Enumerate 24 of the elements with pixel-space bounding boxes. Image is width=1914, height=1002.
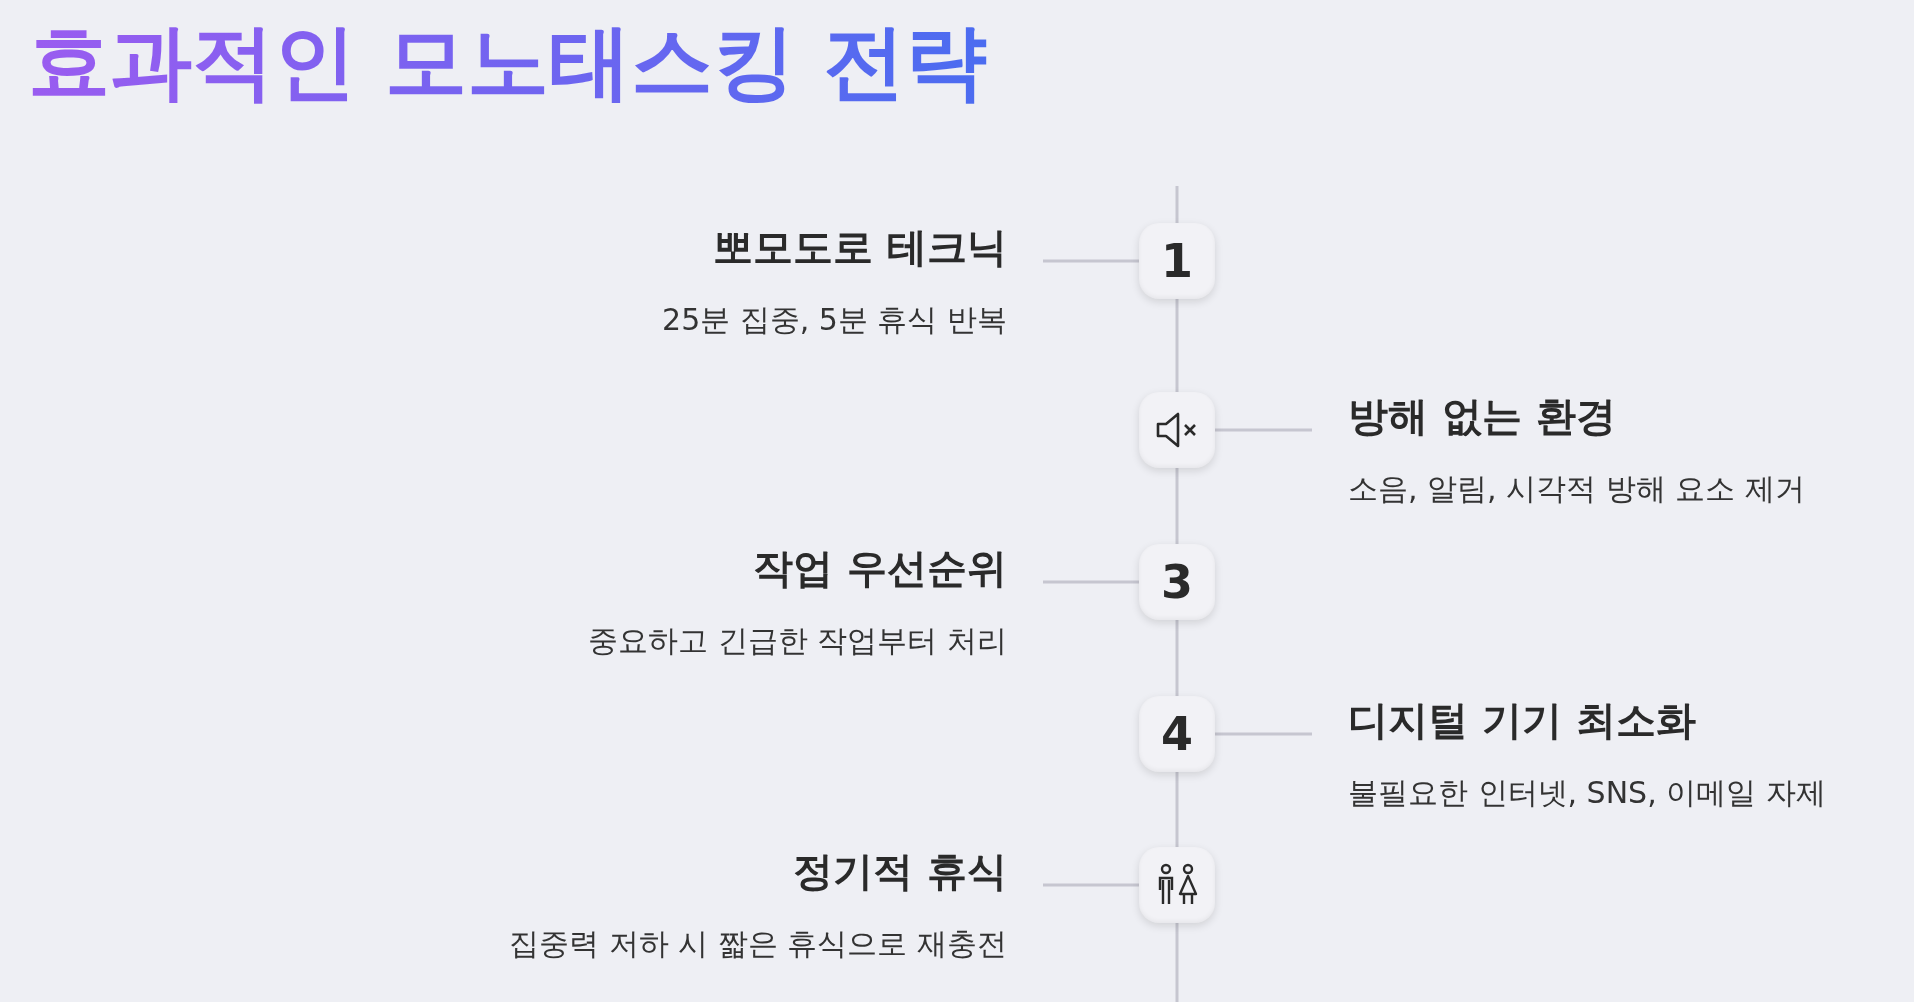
step-description: 중요하고 긴급한 작업부터 처리 bbox=[588, 622, 1007, 660]
step-marker: 4 bbox=[1139, 696, 1215, 772]
step-heading: 뽀모도로 테크닉 bbox=[713, 223, 1007, 272]
timeline-line bbox=[1175, 620, 1179, 696]
connector-line bbox=[1043, 883, 1139, 887]
step-marker: 3 bbox=[1139, 544, 1215, 620]
step-marker: 1 bbox=[1139, 223, 1215, 299]
step-heading: 작업 우선순위 bbox=[753, 544, 1007, 593]
step-description: 소음, 알림, 시각적 방해 요소 제거 bbox=[1348, 470, 1805, 508]
timeline-line bbox=[1175, 299, 1179, 392]
step-description: 집중력 저하 시 짧은 휴식으로 재충전 bbox=[509, 925, 1007, 963]
timeline-line bbox=[1175, 468, 1179, 544]
step-marker bbox=[1139, 847, 1215, 923]
step-heading: 디지털 기기 최소화 bbox=[1348, 696, 1696, 745]
connector-line bbox=[1215, 732, 1312, 736]
connector-line bbox=[1043, 580, 1139, 584]
step-heading: 정기적 휴식 bbox=[793, 847, 1007, 896]
step-marker bbox=[1139, 392, 1215, 468]
connector-line bbox=[1215, 428, 1312, 432]
step-description: 불필요한 인터넷, SNS, 이메일 자제 bbox=[1348, 774, 1826, 812]
step-heading: 방해 없는 환경 bbox=[1348, 392, 1616, 441]
timeline-line bbox=[1175, 772, 1179, 847]
connector-line bbox=[1043, 259, 1139, 263]
step-description: 25분 집중, 5분 휴식 반복 bbox=[662, 301, 1007, 339]
